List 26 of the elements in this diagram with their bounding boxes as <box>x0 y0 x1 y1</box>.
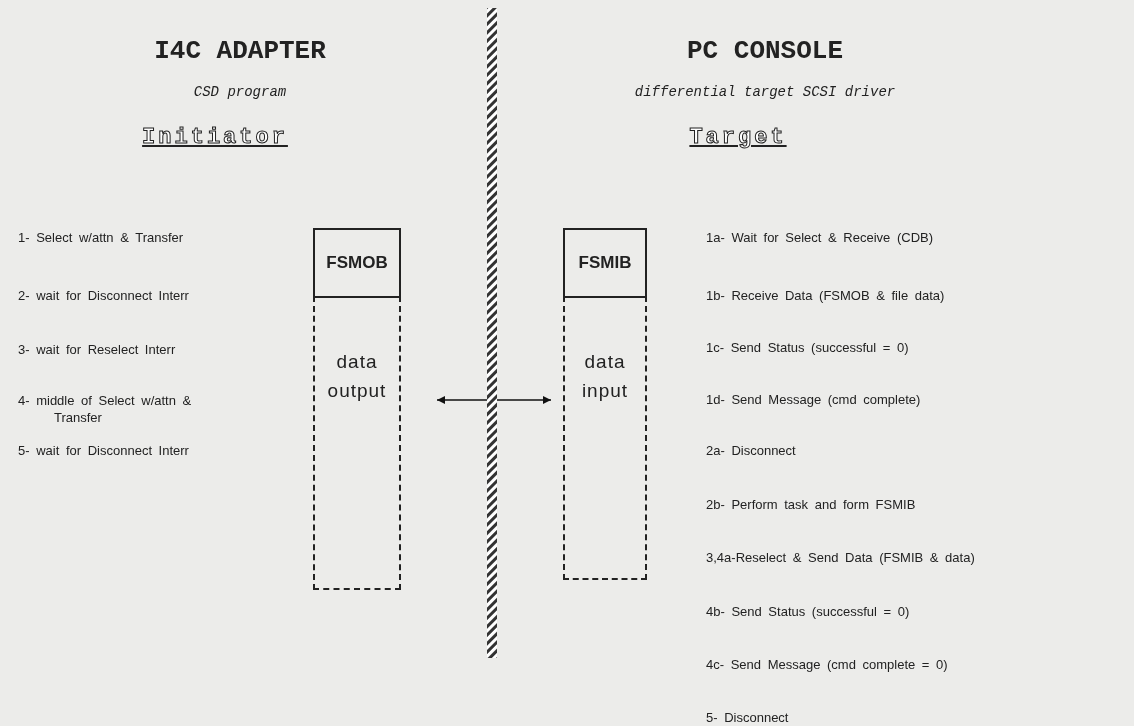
step-text: 5- wait for Disconnect Interr <box>18 443 189 458</box>
double-arrow <box>436 396 552 404</box>
role-heading: Initiator <box>142 125 288 150</box>
step-text: 2- wait for Disconnect Interr <box>18 288 189 303</box>
step-text: 3,4a-Reselect & Send Data (FSMIB & data) <box>706 550 975 565</box>
column-heading: PC CONSOLE <box>687 36 843 66</box>
column-heading: I4C ADAPTER <box>154 36 326 66</box>
step-text: 4c- Send Message (cmd complete = 0) <box>706 657 948 672</box>
step-text: 1- Select w/attn & Transfer <box>18 230 184 245</box>
step-text: 2a- Disconnect <box>706 443 796 458</box>
step-text: 4- middle of Select w/attn & Transfer <box>18 393 193 427</box>
dashed-buffer-box: data output <box>313 296 401 590</box>
step-text: 2b- Perform task and form FSMIB <box>706 497 916 512</box>
step-text: 1b- Receive Data (FSMOB & file data) <box>706 288 945 303</box>
step-text: 1d- Send Message (cmd complete) <box>706 392 921 407</box>
header-box: FSMIB <box>563 228 647 298</box>
step-text: 5- Disconnect <box>706 710 789 725</box>
step-text: 1a- Wait for Select & Receive (CDB) <box>706 230 934 245</box>
dashed-buffer-box: data input <box>563 296 647 580</box>
step-text: 3- wait for Reselect Interr <box>18 342 176 357</box>
subheading: differential target SCSI driver <box>634 84 896 100</box>
step-text: 1c- Send Status (successful = 0) <box>706 340 909 355</box>
role-heading: Target <box>689 125 787 150</box>
subheading: CSD program <box>193 84 287 100</box>
step-text: 4b- Send Status (successful = 0) <box>706 604 910 619</box>
header-box: FSMOB <box>313 228 401 298</box>
